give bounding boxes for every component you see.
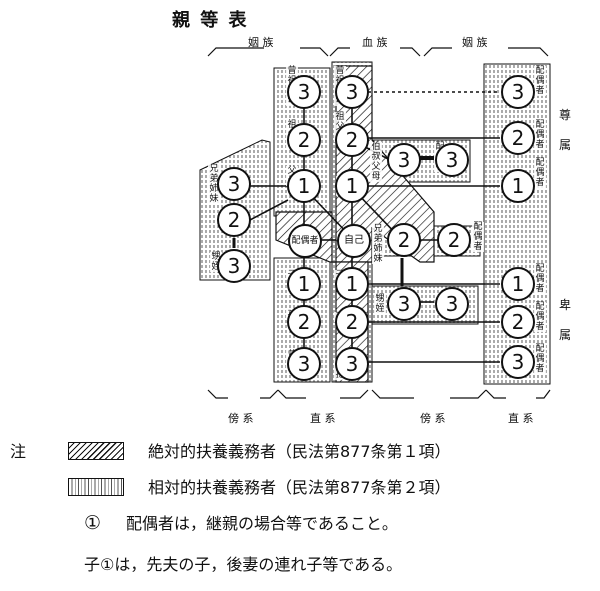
label-blood-center: 血 族 [362, 36, 388, 49]
relation-label-l-bsib: 兄弟姉妹 [372, 224, 384, 264]
legend-text-absolute: 絶対的扶養義務者（民法第877条第１項） [148, 442, 451, 461]
note2-text: 子①は，先夫の子，後妻の連れ子等である。 [84, 555, 403, 574]
degree-node-s-bro: 2 [217, 203, 251, 237]
degree-node-s-a2: 2 [287, 123, 321, 157]
relation-label-l-sp-ra1: 配偶者 [534, 158, 546, 188]
degree-node-b-uncle-sp: 3 [435, 143, 469, 177]
label-lineal-right: 直 系 [508, 412, 534, 425]
degree-node-b-a3: 3 [335, 75, 369, 109]
degree-node-s-d2: 2 [287, 305, 321, 339]
label-ascendant: 尊 属 [558, 108, 571, 152]
degree-node-b-a1: 1 [335, 169, 369, 203]
header-brackets [207, 47, 551, 399]
degree-node-s-d3: 3 [287, 347, 321, 381]
legend-note-label: 注 [10, 442, 27, 461]
degree-node-b-d2: 2 [335, 305, 369, 339]
label-affinity-left: 姻 族 [248, 36, 274, 49]
label-affinity-right: 姻 族 [462, 36, 488, 49]
node-self: 自己 [337, 224, 371, 258]
label-lineal-left: 直 系 [310, 412, 336, 425]
note1-mark: ① [84, 512, 102, 534]
degree-node-b-d1: 1 [335, 267, 369, 301]
degree-node-b-sib: 2 [387, 223, 421, 257]
degree-node-b-a2: 2 [335, 123, 369, 157]
label-descendant: 卑 属 [558, 298, 571, 342]
degree-node-b-d3: 3 [335, 347, 369, 381]
degree-node-s-d1: 1 [287, 267, 321, 301]
degree-node-r-a1: 1 [501, 169, 535, 203]
label-collateral-center: 傍 系 [420, 412, 446, 425]
diagram-title: 親 等 表 [172, 10, 249, 31]
relation-label-l-sp-ra2: 配偶者 [534, 120, 546, 150]
degree-node-s-neph: 3 [217, 249, 251, 283]
relation-label-l-sp-rd1: 配偶者 [534, 264, 546, 294]
relation-label-l-sp-rd2: 配偶者 [534, 302, 546, 332]
legend-swatch-relative [68, 478, 124, 496]
relation-label-l-sp-ra3: 配偶者 [534, 66, 546, 96]
degree-node-r-d1: 1 [501, 267, 535, 301]
degree-node-r-a3: 3 [501, 75, 535, 109]
degree-node-spouse-sibling-3: 3 [217, 167, 251, 201]
relation-label-l-bneph: 甥姪 [374, 294, 386, 314]
relation-label-l-sbro: 兄弟姉妹 [208, 164, 220, 204]
degree-node-b-uncle: 3 [387, 143, 421, 177]
label-collateral-far-left: 傍 系 [228, 412, 254, 425]
relation-label-l-sp-rd3: 配偶者 [534, 344, 546, 374]
legend-text-relative: 相対的扶養義務者（民法第877条第２項） [148, 478, 451, 497]
degree-node-b-sib-sp: 2 [437, 223, 471, 257]
degree-node-s-a1: 1 [287, 169, 321, 203]
degree-node-b-neph-sp: 3 [435, 287, 469, 321]
node-spouse: 配偶者 [288, 224, 322, 258]
note1-text: 配偶者は，継親の場合等であること。 [126, 514, 398, 533]
degree-node-r-d2: 2 [501, 305, 535, 339]
degree-node-r-a2: 2 [501, 121, 535, 155]
legend-swatch-absolute [68, 442, 124, 460]
degree-node-r-d3: 3 [501, 345, 535, 379]
relation-label-l-sp-sib: 配偶者 [472, 222, 484, 252]
relation-label-l-buncle: 伯叔父母 [370, 142, 382, 182]
degree-node-s-a3: 3 [287, 75, 321, 109]
degree-node-b-neph: 3 [387, 287, 421, 321]
